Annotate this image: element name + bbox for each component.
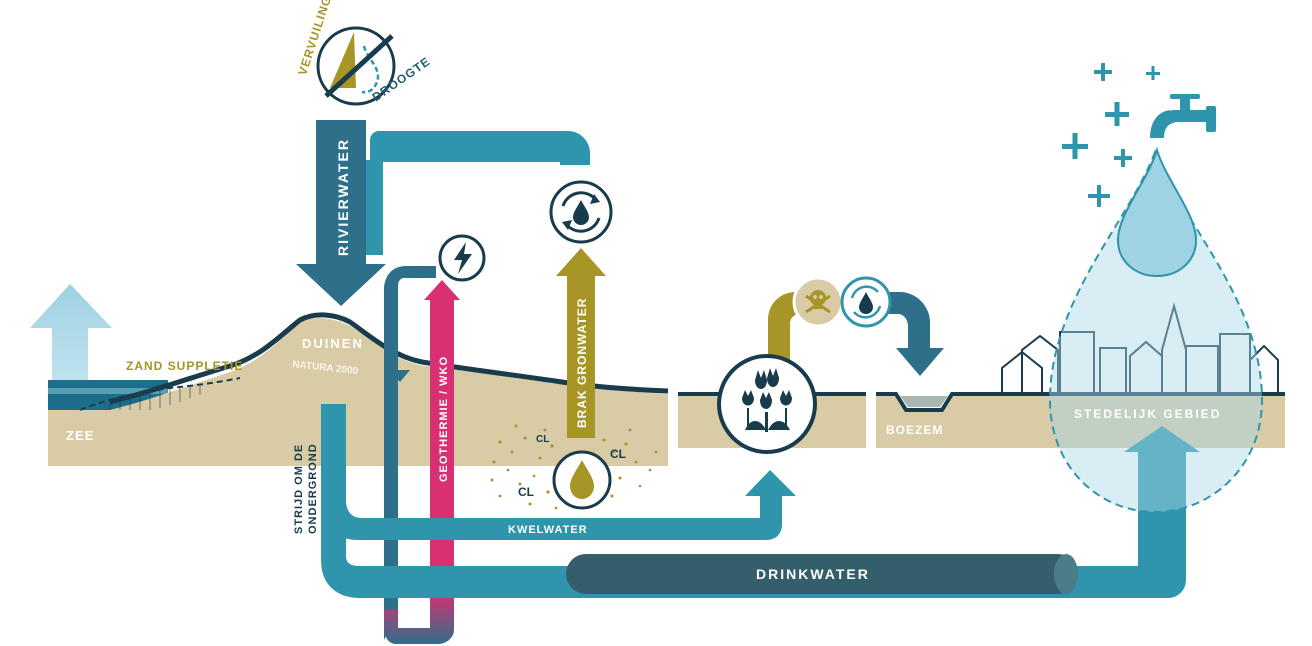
sand-right bbox=[876, 395, 1285, 448]
brak-drop-icon bbox=[570, 460, 594, 499]
rivierwater-label: RIVIERWATER bbox=[335, 138, 351, 256]
geothermie-teal-loop bbox=[384, 266, 436, 640]
water-cycle-icon bbox=[549, 180, 613, 244]
sand-dunes bbox=[48, 318, 668, 466]
brak-speckles bbox=[490, 424, 658, 510]
zand-suppletie-label: ZAND SUPPLETIE bbox=[126, 359, 243, 373]
geothermie-arrow-head bbox=[424, 280, 460, 300]
kwelwater-label: KWELWATER bbox=[508, 524, 588, 536]
city-skyline bbox=[1001, 302, 1279, 394]
boezem-label: BOEZEM bbox=[886, 423, 943, 437]
water-cycle-icon-right bbox=[840, 276, 892, 328]
drinkwater-pipe bbox=[566, 554, 1078, 594]
strijd-label-line1: STRIJD OM DE bbox=[293, 444, 305, 534]
zee-label: ZEE bbox=[66, 428, 94, 443]
stedelijk-gebied-label: STEDELIJK GEBIED bbox=[1074, 407, 1221, 421]
geothermie-label: GEOTHERMIE / WKO bbox=[438, 356, 450, 482]
boezem-arrow-head bbox=[896, 348, 944, 376]
pollution-drought-icon bbox=[316, 26, 396, 106]
strijd-label-line2: ONDERGROND bbox=[307, 443, 319, 534]
cl-label-1: CL bbox=[536, 434, 549, 445]
skull-crossbones-icon bbox=[792, 276, 844, 328]
brak-gronwater-arrow bbox=[556, 248, 606, 276]
duinen-label: DUINEN bbox=[302, 336, 364, 351]
cl-label-2: CL bbox=[610, 447, 626, 461]
drinkwater-outer-pipe bbox=[321, 426, 1200, 598]
small-water-drop bbox=[1116, 146, 1198, 278]
plus-signs bbox=[1062, 63, 1160, 207]
brak-gronwater-label: BRAK GRONWATER bbox=[575, 298, 589, 428]
boezem-water bbox=[900, 396, 948, 407]
drinkwater-label: DRINKWATER bbox=[756, 566, 870, 582]
cl-label-3: CL bbox=[518, 485, 534, 499]
faucet-icon bbox=[1150, 94, 1216, 138]
big-water-drop bbox=[1048, 149, 1264, 514]
sea-level-arrow bbox=[30, 284, 112, 380]
tulips-icon bbox=[717, 354, 817, 454]
geothermie-pipe bbox=[384, 300, 454, 644]
ground-layer bbox=[48, 312, 1285, 466]
zand-suppletie-profile bbox=[79, 377, 241, 411]
rivierwater-arrow-head bbox=[296, 264, 386, 306]
lightning-icon bbox=[438, 234, 486, 282]
kwelwater-pipe bbox=[321, 404, 796, 540]
rivierwater-pipe bbox=[337, 120, 590, 255]
dune-surface-line bbox=[109, 312, 669, 405]
